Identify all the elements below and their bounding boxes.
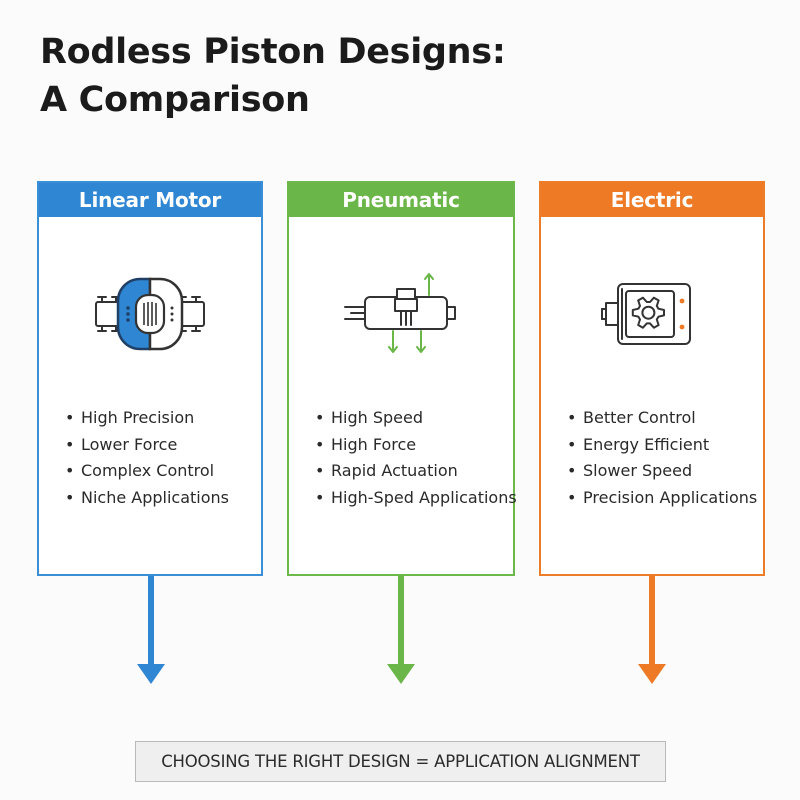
list-item: •High Force <box>315 432 517 459</box>
feature-list-pneumatic: •High Speed •High Force •Rapid Actuation… <box>315 405 517 511</box>
card-header-electric: Electric <box>541 183 763 217</box>
bullet: • <box>567 461 577 480</box>
pneumatic-cylinder-icon <box>344 273 456 353</box>
arrow-down-icon <box>387 576 415 684</box>
linear-motor-icon <box>95 277 205 351</box>
arrow-down-icon <box>137 576 165 684</box>
card-header-pneumatic: Pneumatic <box>289 183 513 217</box>
bullet: • <box>65 408 75 427</box>
bullet: • <box>315 461 325 480</box>
list-item: •High Precision <box>65 405 229 432</box>
list-item: •Complex Control <box>65 458 229 485</box>
page-title-line-1: Rodless Piston Designs: <box>40 32 506 72</box>
card-header-linear-motor: Linear Motor <box>39 183 261 217</box>
electric-gear-motor-icon <box>601 283 691 345</box>
list-item: •High Speed <box>315 405 517 432</box>
bullet: • <box>567 408 577 427</box>
list-item: •Slower Speed <box>567 458 757 485</box>
bullet: • <box>315 408 325 427</box>
bullet: • <box>315 434 325 454</box>
bullet: • <box>567 434 577 454</box>
list-item: •Energy Efficient <box>567 432 757 459</box>
list-item: •High-Sped Applications <box>315 485 517 512</box>
card-linear-motor: Linear Motor <box>37 181 263 576</box>
feature-list-electric: •Better Control •Energy Efficient •Slowe… <box>567 405 757 511</box>
bullet: • <box>65 487 75 507</box>
list-item: •Rapid Actuation <box>315 458 517 485</box>
list-item: •Lower Force <box>65 432 229 459</box>
bullet: • <box>65 434 75 454</box>
conclusion-banner: CHOOSING THE RIGHT DESIGN = APPLICATION … <box>135 741 666 782</box>
list-item: •Precision Applications <box>567 485 757 512</box>
list-item: •Niche Applications <box>65 485 229 512</box>
bullet: • <box>315 487 325 507</box>
feature-list-linear-motor: •High Precision •Lower Force •Complex Co… <box>65 405 229 511</box>
arrow-down-icon <box>638 576 666 684</box>
card-pneumatic: Pneumatic <box>287 181 517 576</box>
page-title-line-2: A Comparison <box>40 80 310 120</box>
list-item: •Better Control <box>567 405 757 432</box>
card-electric: Electric •Better Control •Energy Efficie… <box>539 181 765 576</box>
page-title: Rodless Piston Designs: A Comparison <box>40 28 506 124</box>
bullet: • <box>567 487 577 507</box>
bullet: • <box>65 461 75 480</box>
